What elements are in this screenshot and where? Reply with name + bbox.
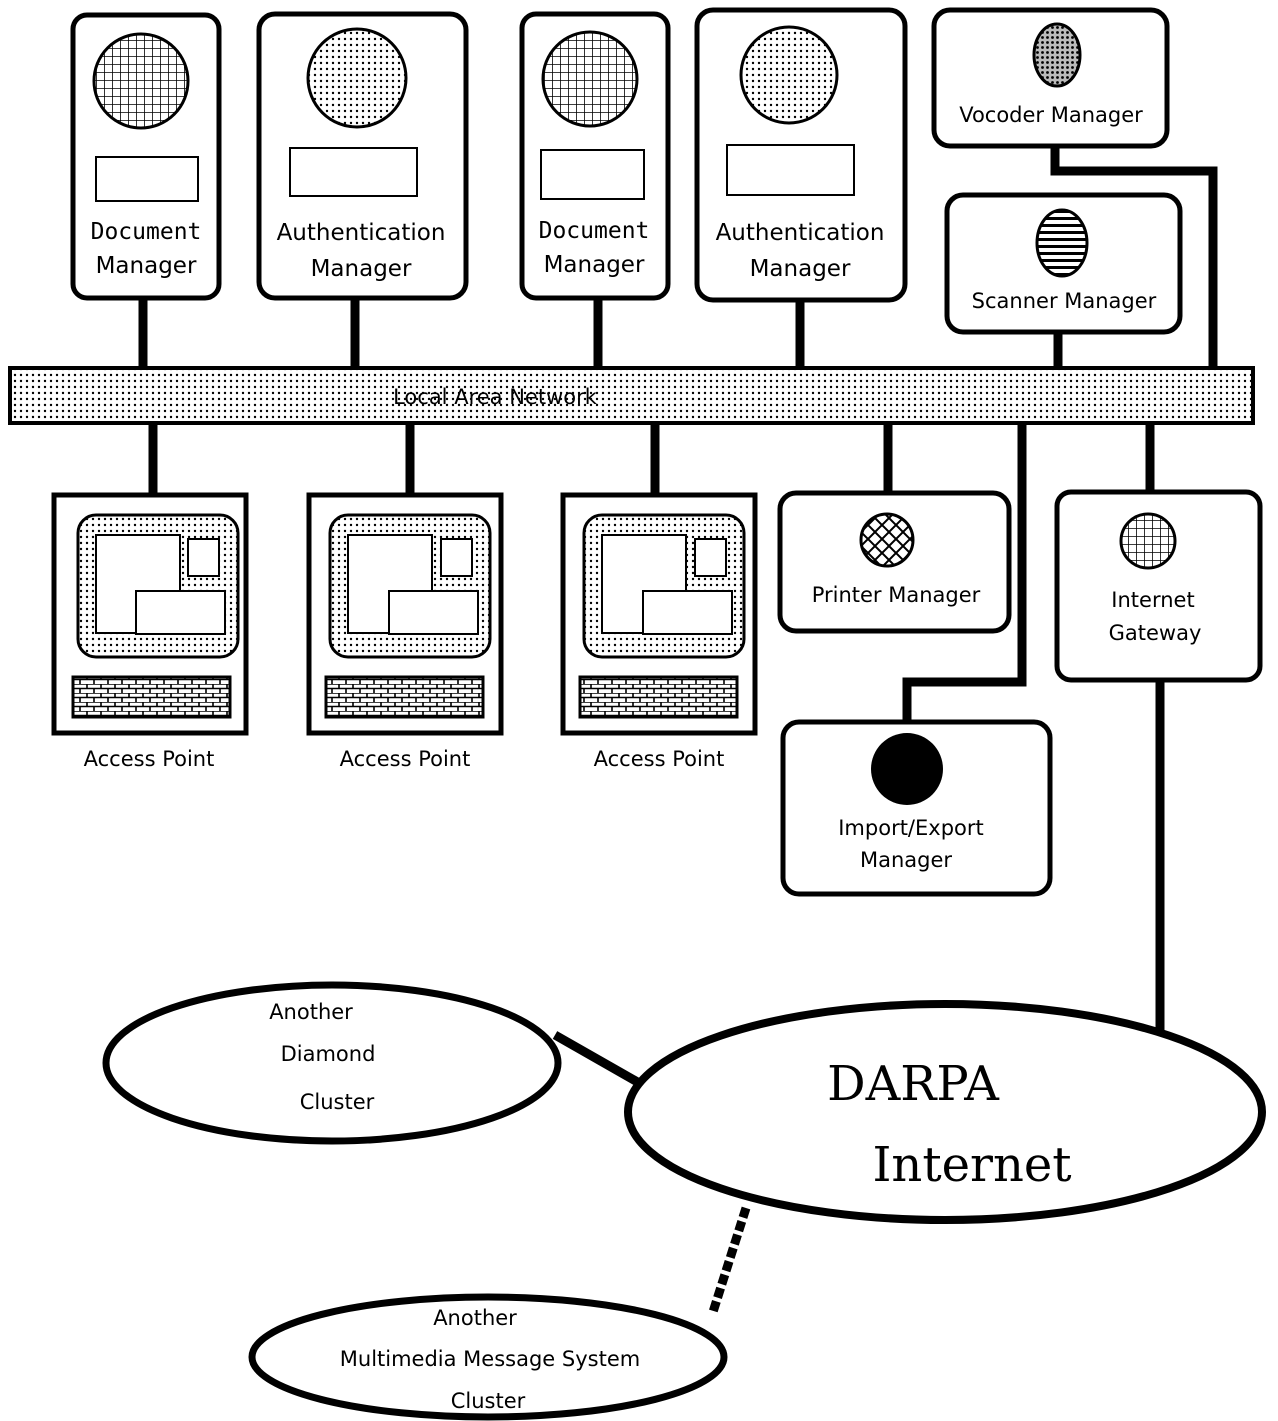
scanner-icon <box>1035 208 1089 278</box>
scanner-manager: Scanner Manager <box>944 192 1183 335</box>
import-export-label-line1: Import/Export <box>838 816 984 840</box>
disk-icon <box>739 25 839 125</box>
disk-icon <box>92 32 190 130</box>
gateway-label-line2: Gateway <box>1109 621 1202 645</box>
printer-icon <box>859 512 915 568</box>
network-wires <box>138 146 1218 1314</box>
import-export-manager: Import/Export Manager <box>780 719 1053 897</box>
document-manager-1: Document Manager <box>70 12 222 301</box>
display-panel <box>726 144 855 196</box>
vocoder-label: Vocoder Manager <box>959 103 1143 127</box>
keyboard <box>71 675 232 719</box>
keyboard <box>578 675 739 719</box>
internet-label-line1: DARPA <box>827 1056 1000 1112</box>
server-label-line2: Manager <box>544 252 645 278</box>
server-label-line2: Manager <box>750 256 851 282</box>
vocoder-manager: Vocoder Manager <box>931 7 1170 149</box>
authentication-manager-2: Authentication Manager <box>694 7 908 303</box>
access-point-3: Access Point <box>560 492 758 771</box>
internet-gateway: Internet Gateway <box>1054 489 1263 683</box>
gateway-icon <box>1119 512 1177 570</box>
diamond-cluster: Another Diamond Cluster <box>102 981 562 1145</box>
mms-cluster-line3: Cluster <box>451 1389 526 1413</box>
access-point-label: Access Point <box>340 747 471 771</box>
lan-label: Local Area Network <box>393 385 598 409</box>
internet-label-line2: Internet <box>872 1137 1071 1193</box>
server-label-line1: Document <box>91 219 202 245</box>
scanner-label: Scanner Manager <box>972 289 1157 313</box>
local-area-network-bar: Local Area Network <box>8 366 1255 425</box>
display-panel <box>540 149 645 200</box>
server-label-line1: Authentication <box>716 220 885 246</box>
access-point-1: Access Point <box>51 492 249 771</box>
diamond-cluster-line3: Cluster <box>300 1090 375 1114</box>
server-label-line1: Document <box>539 218 650 244</box>
diamond-cluster-line1: Another <box>269 1000 353 1024</box>
printer-manager: Printer Manager <box>777 490 1012 634</box>
keyboard <box>324 675 485 719</box>
server-label-line2: Manager <box>311 256 412 282</box>
document-manager-2: Document Manager <box>519 11 671 301</box>
authentication-manager-1: Authentication Manager <box>256 11 469 301</box>
server-label-line1: Authentication <box>277 220 446 246</box>
mms-cluster-line2: Multimedia Message System <box>340 1347 640 1371</box>
printer-label: Printer Manager <box>812 583 981 607</box>
import-export-label-line2: Manager <box>860 848 952 872</box>
disk-icon <box>541 30 639 128</box>
mms-cluster: Another Multimedia Message System Cluste… <box>248 1293 728 1421</box>
import-export-icon <box>871 733 943 805</box>
server-label-line2: Manager <box>96 253 197 279</box>
vocoder-icon <box>1032 22 1082 88</box>
access-point-label: Access Point <box>594 747 725 771</box>
access-point-2: Access Point <box>306 492 504 771</box>
disk-icon <box>306 27 408 129</box>
mms-cluster-line1: Another <box>433 1306 517 1330</box>
access-point-label: Access Point <box>84 747 215 771</box>
display-panel <box>95 156 199 202</box>
darpa-internet: DARPA Internet <box>624 1000 1266 1224</box>
display-panel <box>289 147 418 197</box>
diamond-cluster-line2: Diamond <box>281 1042 376 1066</box>
gateway-label-line1: Internet <box>1111 588 1194 612</box>
